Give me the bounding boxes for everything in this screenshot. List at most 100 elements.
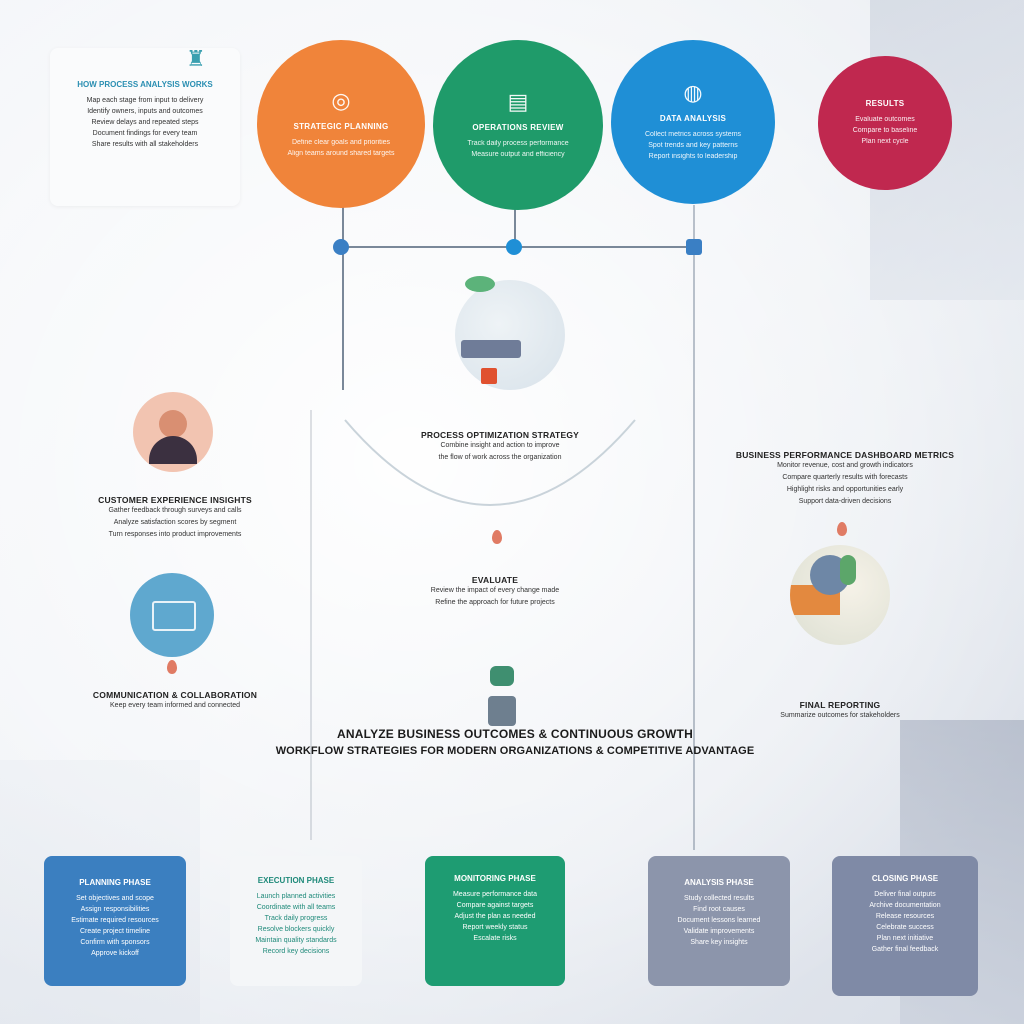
phase-card-analysis: ANALYSIS PHASE Study collected results F…: [648, 856, 790, 986]
phase-card-planning: PLANNING PHASE Set objectives and scope …: [44, 856, 186, 986]
building-icon: [488, 696, 516, 726]
phase-card-line: Adjust the plan as needed: [454, 913, 536, 920]
avatar-body: [149, 436, 197, 464]
phase-card-title: ANALYSIS PHASE: [684, 878, 754, 887]
circle-results: RESULTS Evaluate outcomes Compare to bas…: [818, 56, 952, 190]
pin-marker: [167, 660, 177, 674]
circle-line: Compare to baseline: [852, 127, 918, 134]
document-icon: [152, 601, 196, 631]
center-block-line: the flow of work across the organization: [438, 454, 562, 461]
phase-card-line: Approve kickoff: [91, 950, 139, 957]
pie-illustration: [790, 545, 890, 645]
customer-insights-title: CUSTOMER EXPERIENCE INSIGHTS: [98, 495, 252, 505]
circle-line: Report insights to leadership: [648, 153, 738, 160]
dashboard-metrics-line: Monitor revenue, cost and growth indicat…: [777, 462, 913, 469]
connector-vertical: [342, 205, 344, 390]
pin-marker: [837, 522, 847, 536]
center-arc: [344, 419, 636, 506]
circle-line: Collect metrics across systems: [644, 131, 742, 138]
communication-title: COMMUNICATION & COLLABORATION: [92, 690, 258, 700]
dashboard-metrics-block: BUSINESS PERFORMANCE DASHBOARD METRICS M…: [725, 450, 965, 508]
final-reporting-block: FINAL REPORTING Summarize outcomes for s…: [755, 700, 925, 722]
person-avatar: [133, 392, 213, 472]
circle-line: Measure output and efficiency: [471, 150, 565, 158]
connector-vertical: [514, 205, 516, 250]
circle-line: Track daily process performance: [467, 139, 569, 147]
evaluate-line: Review the impact of every change made: [430, 587, 560, 594]
phase-card-execution: EXECUTION PHASE Launch planned activitie…: [230, 856, 362, 986]
leaf-icon: [490, 666, 514, 686]
phase-card-line: Release resources: [875, 913, 935, 920]
center-globe-illustration: [455, 276, 565, 390]
dashboard-metrics-title: BUSINESS PERFORMANCE DASHBOARD METRICS: [735, 450, 955, 460]
circle-line: Define clear goals and priorities: [291, 138, 391, 146]
dashboard-metrics-line: Support data-driven decisions: [798, 498, 892, 505]
phase-card-line: Record key decisions: [262, 948, 330, 955]
circle-communication: [130, 573, 214, 657]
phase-card-line: Create project timeline: [79, 928, 151, 935]
phase-card-line: Validate improvements: [683, 928, 755, 935]
phase-card-title: PLANNING PHASE: [79, 878, 151, 887]
phase-card-line: Gather final feedback: [871, 946, 939, 953]
stack-illustration: [461, 340, 521, 358]
evaluate-title: EVALUATE: [471, 575, 519, 585]
pin-marker: [492, 530, 502, 544]
avatar-head: [159, 410, 187, 438]
connector-vertical: [693, 205, 695, 850]
building-icon: ▤: [507, 88, 529, 114]
phase-card-line: Assign responsibilities: [80, 906, 150, 913]
dashboard-metrics-line: Highlight risks and opportunities early: [786, 486, 904, 493]
box-illustration: [481, 368, 497, 384]
phase-card-line: Compare against targets: [456, 902, 534, 909]
final-reporting-line: Summarize outcomes for stakeholders: [780, 712, 900, 719]
intro-card-line: Identify owners, inputs and outcomes: [87, 108, 203, 115]
circle-line: Align teams around shared targets: [287, 149, 395, 157]
globe-icon: ◍: [683, 80, 703, 105]
center-block-title: PROCESS OPTIMIZATION STRATEGY: [420, 430, 580, 440]
phase-card-line: Track daily progress: [264, 915, 328, 922]
connector-node: [506, 239, 522, 255]
final-reporting-title: FINAL REPORTING: [799, 700, 881, 710]
intro-card-title: HOW PROCESS ANALYSIS WORKS: [77, 80, 213, 89]
circle-data-analysis: ◍ DATA ANALYSIS Collect metrics across s…: [611, 40, 775, 204]
communication-block: COMMUNICATION & COLLABORATION Keep every…: [70, 690, 280, 712]
circle-operations-review: ▤ OPERATIONS REVIEW Track daily process …: [433, 40, 603, 210]
phase-card-line: Coordinate with all teams: [256, 904, 336, 911]
phase-card-line: Escalate risks: [473, 935, 517, 942]
dashboard-metrics-line: Compare quarterly results with forecasts: [782, 474, 908, 481]
center-block-line: Combine insight and action to improve: [440, 442, 560, 449]
intro-card-line: Review delays and repeated steps: [91, 119, 199, 126]
leaf-illustration: [465, 276, 495, 292]
phase-card-line: Plan next initiative: [876, 935, 934, 942]
phase-card-line: Celebrate success: [876, 924, 934, 931]
phase-card-closing: CLOSING PHASE Deliver final outputs Arch…: [832, 856, 978, 996]
phase-card-line: Find root causes: [693, 906, 745, 913]
phase-card-line: Share key insights: [690, 939, 748, 946]
phase-card-line: Measure performance data: [452, 891, 538, 898]
intro-card-line: Share results with all stakeholders: [91, 141, 199, 148]
intro-card-line: Map each stage from input to delivery: [86, 97, 204, 104]
phase-card-title: MONITORING PHASE: [454, 874, 536, 883]
customer-insights-block: CUSTOMER EXPERIENCE INSIGHTS Gather feed…: [55, 495, 295, 541]
circle-line: Plan next cycle: [861, 138, 909, 145]
circle-line: Spot trends and key patterns: [648, 142, 738, 149]
circle-title: DATA ANALYSIS: [659, 114, 727, 123]
phase-card-line: Document lessons learned: [677, 917, 761, 924]
circle-title: RESULTS: [865, 99, 905, 108]
evaluate-block: EVALUATE Review the impact of every chan…: [385, 575, 605, 609]
center-block: PROCESS OPTIMIZATION STRATEGY Combine in…: [380, 430, 620, 464]
circle-line: Evaluate outcomes: [855, 116, 915, 123]
phase-card-title: CLOSING PHASE: [871, 874, 939, 883]
phase-card-line: Launch planned activities: [256, 893, 336, 900]
connector-node: [686, 239, 702, 255]
shield-icon: ◎: [331, 87, 351, 113]
phase-card-line: Archive documentation: [869, 902, 941, 909]
circle-strategic-planning: ◎ STRATEGIC PLANNING Define clear goals …: [257, 40, 425, 208]
communication-line: Keep every team informed and connected: [110, 702, 240, 709]
intro-card: ♜ HOW PROCESS ANALYSIS WORKS Map each st…: [50, 46, 240, 206]
evaluate-line: Refine the approach for future projects: [435, 599, 555, 606]
customer-insights-line: Turn responses into product improvements: [108, 531, 242, 538]
phase-card-line: Study collected results: [683, 895, 755, 902]
phase-card-line: Set objectives and scope: [76, 895, 154, 902]
tower-icon: ♜: [186, 46, 206, 71]
